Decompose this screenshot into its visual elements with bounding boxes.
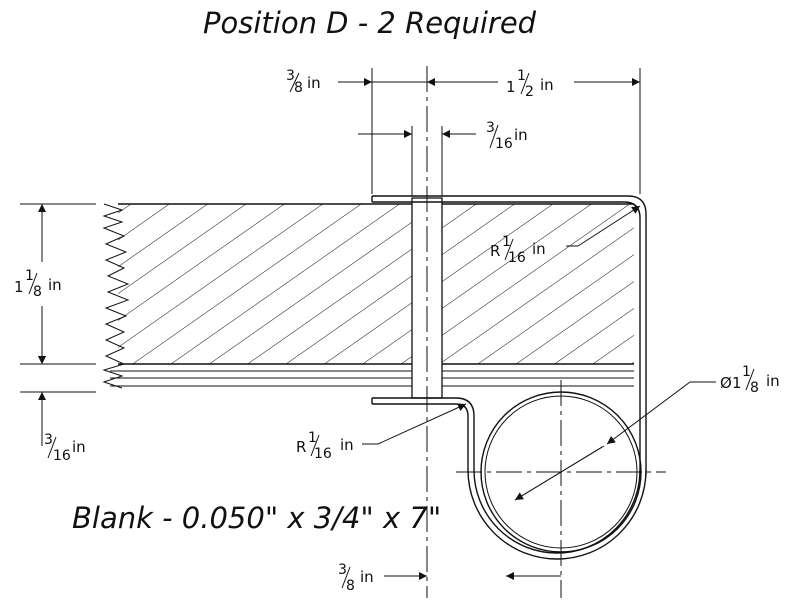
dim-top-right: 1 1 2 in xyxy=(427,68,640,100)
svg-text:16: 16 xyxy=(508,250,526,266)
svg-text:in: in xyxy=(514,126,528,144)
svg-text:in: in xyxy=(307,74,321,92)
svg-text:1: 1 xyxy=(517,68,526,84)
dim-thickness: 1 1 8 in xyxy=(14,204,62,364)
svg-text:1: 1 xyxy=(742,364,751,380)
svg-text:in: in xyxy=(48,276,62,294)
svg-text:1: 1 xyxy=(308,430,317,446)
svg-text:Ø: Ø xyxy=(720,374,732,392)
svg-text:1: 1 xyxy=(506,78,516,96)
svg-text:3: 3 xyxy=(338,562,347,578)
dim-diameter: Ø 1 1 8 in xyxy=(514,364,780,501)
svg-text:1: 1 xyxy=(502,234,511,250)
svg-text:1: 1 xyxy=(732,374,742,392)
svg-text:8: 8 xyxy=(750,380,759,396)
svg-text:in: in xyxy=(340,436,354,454)
svg-text:R: R xyxy=(490,242,500,260)
svg-text:16: 16 xyxy=(314,446,332,462)
svg-text:R: R xyxy=(296,438,306,456)
extension-lines xyxy=(20,68,641,393)
svg-text:8: 8 xyxy=(33,284,42,300)
blank-note: Blank - 0.050" x 3/4" x 7" xyxy=(72,501,441,535)
svg-text:3: 3 xyxy=(286,68,295,84)
dim-top-left: 3 8 in xyxy=(286,68,427,96)
svg-text:3: 3 xyxy=(44,432,53,448)
break-line xyxy=(102,203,130,389)
dim-bottom-plate: 3 16 in xyxy=(38,338,86,464)
svg-text:2: 2 xyxy=(525,84,534,100)
svg-text:1: 1 xyxy=(14,278,24,296)
svg-text:8: 8 xyxy=(346,578,355,594)
svg-text:16: 16 xyxy=(53,448,71,464)
svg-text:in: in xyxy=(766,372,780,390)
svg-text:3: 3 xyxy=(486,120,495,136)
drawing-title: Position D - 2 Required xyxy=(203,6,537,40)
svg-text:in: in xyxy=(540,76,554,94)
svg-text:16: 16 xyxy=(495,136,513,152)
svg-text:1: 1 xyxy=(25,268,34,284)
svg-text:8: 8 xyxy=(294,80,303,96)
dim-inner-radius: R 1 16 in xyxy=(296,403,467,462)
svg-text:in: in xyxy=(532,240,546,258)
dim-slot-width: 3 16 in xyxy=(358,120,528,152)
board-section xyxy=(102,203,634,389)
svg-text:in: in xyxy=(72,438,86,456)
tube xyxy=(456,380,666,598)
dim-bottom-offset: 3 8 in xyxy=(338,562,561,594)
dim-corner-radius: R 1 16 in xyxy=(490,205,641,266)
svg-text:in: in xyxy=(360,568,374,586)
